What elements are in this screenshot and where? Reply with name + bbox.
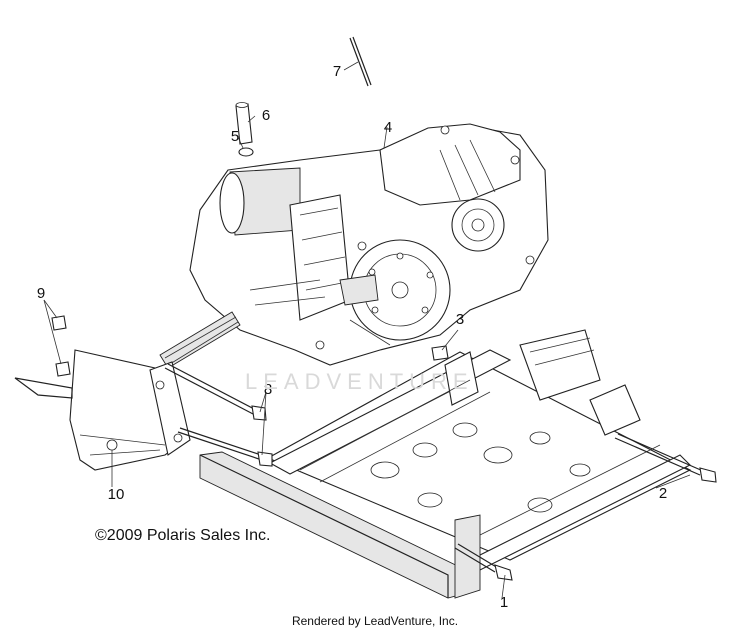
footer-credit: Rendered by LeadVenture, Inc.: [291, 614, 459, 628]
copyright-notice: ©2009 Polaris Sales Inc.: [95, 527, 271, 544]
watermark: LEADVENTURE: [245, 369, 474, 394]
frame-hole: [412, 442, 438, 458]
mount-bracket: [14, 349, 191, 471]
callout-6: 6: [262, 107, 270, 124]
callout-5: 5: [231, 128, 239, 145]
dowel-6: [235, 102, 253, 145]
frame-hole: [569, 463, 591, 477]
callout-1: 1: [500, 594, 508, 611]
stud-7: [349, 36, 372, 87]
bolt-1: [454, 543, 513, 581]
frame: [199, 329, 692, 599]
bolt-2: [614, 433, 717, 483]
frame-hole: [452, 422, 478, 438]
callout-9: 9: [37, 285, 45, 302]
drive-shaft: [159, 311, 241, 369]
frame-hole: [417, 492, 443, 508]
callout-4: 4: [384, 119, 392, 136]
callout-2: 2: [659, 485, 667, 502]
callout-7: 7: [333, 63, 341, 80]
nut-3: [431, 345, 449, 361]
engine-transmission: [189, 123, 549, 366]
frame-hole: [370, 461, 400, 479]
callout-8: 8: [264, 381, 272, 398]
callout-3: 3: [456, 311, 464, 328]
leader-lines: [43, 61, 691, 599]
nut-9: [55, 361, 71, 377]
callout-10: 10: [108, 486, 125, 503]
frame-hole: [483, 446, 513, 464]
frame-hole: [529, 431, 551, 445]
nut-9: [51, 315, 67, 331]
o-ring-5: [238, 147, 254, 157]
bolt-8: [164, 363, 273, 467]
